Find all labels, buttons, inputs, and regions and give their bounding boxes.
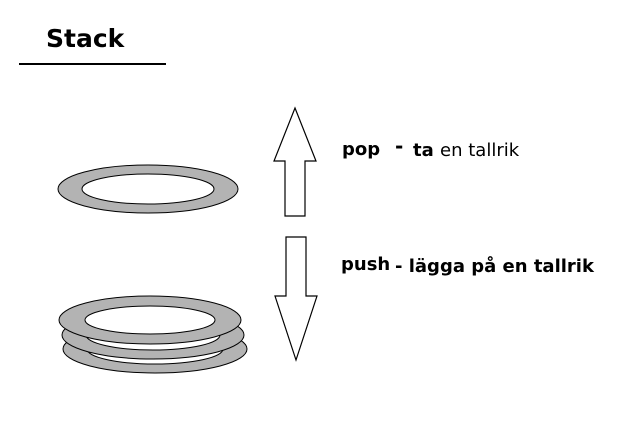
pop-label: pop: [342, 139, 381, 160]
single-plate-icon: [57, 164, 239, 214]
arrow-down-icon: [274, 236, 318, 362]
pop-description-rest: en tallrik: [440, 140, 520, 161]
arrow-up-icon: [273, 106, 317, 217]
plate-stack-icon: [58, 295, 248, 374]
page-title: Stack: [46, 24, 125, 53]
top-plate: [58, 295, 242, 345]
push-description: - lägga på en tallrik: [395, 256, 594, 277]
pop-description-strong: ta: [413, 140, 434, 161]
push-label: push: [341, 254, 391, 275]
pop-dash: -: [395, 134, 404, 158]
title-underline: [19, 63, 166, 65]
pop-description: ta en tallrik: [413, 142, 519, 160]
